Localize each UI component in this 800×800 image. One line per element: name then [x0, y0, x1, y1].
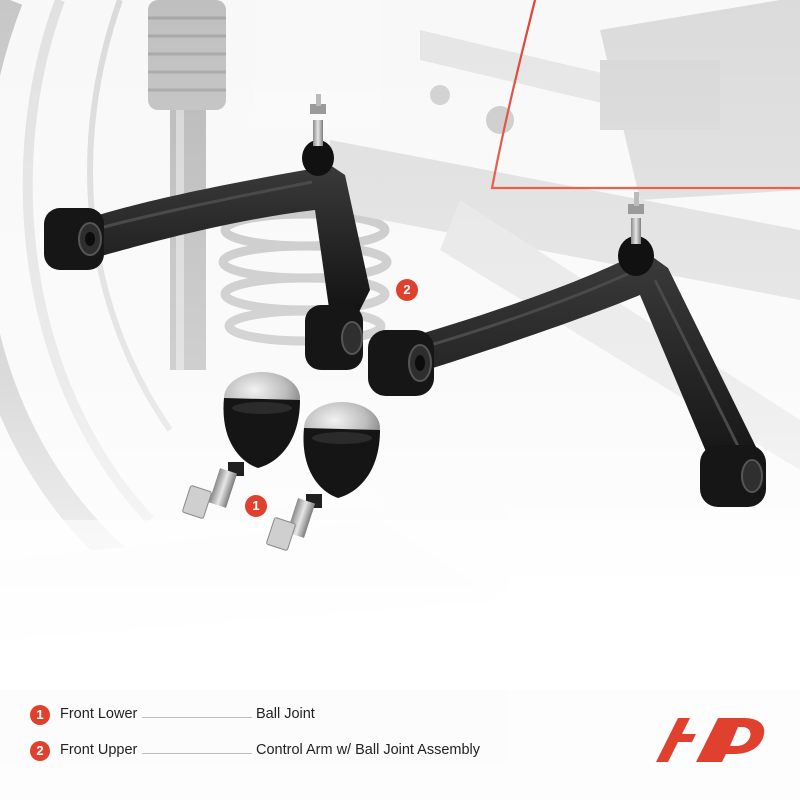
upper-control-arm-right	[368, 192, 766, 507]
legend-row-2: 2 Front Upper Control Arm w/ Ball Joint …	[30, 738, 590, 766]
parts-legend: 1 Front Lower Ball Joint 2 Front Upper C…	[0, 690, 800, 800]
ball-joint-right	[266, 402, 380, 551]
legend-number-2: 2	[30, 741, 50, 761]
legend-leader-line-1	[142, 717, 252, 718]
legend-part-description-1: Ball Joint	[256, 706, 315, 722]
callout-1: 1	[245, 495, 267, 517]
legend-number-1: 1	[30, 705, 50, 725]
legend-part-name-2: Front Upper	[60, 742, 138, 758]
callout-2: 2	[396, 279, 418, 301]
legend-leader-line-2	[142, 753, 252, 754]
legend-part-name-1: Front Lower	[60, 706, 138, 722]
legend-part-description-2: Control Arm w/ Ball Joint Assembly	[256, 742, 481, 758]
legend-row-1: 1 Front Lower Ball Joint	[30, 702, 590, 730]
upper-control-arm-left	[44, 94, 370, 370]
ap-logo-icon	[656, 718, 765, 762]
ball-joint-left	[182, 372, 300, 519]
